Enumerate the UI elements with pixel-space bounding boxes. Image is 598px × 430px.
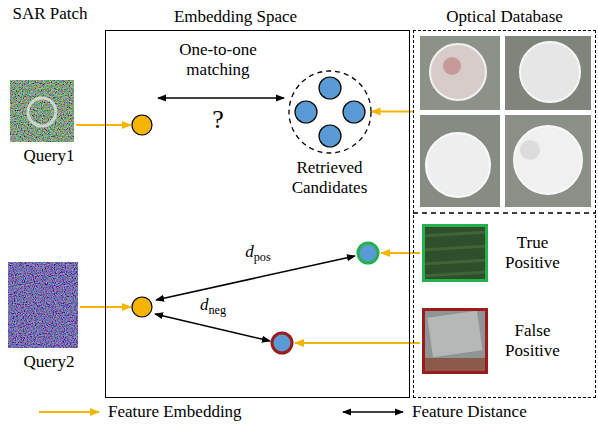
optical-image xyxy=(420,36,500,110)
cluster-circle xyxy=(289,71,371,153)
optical-image xyxy=(505,115,591,207)
optical-ground xyxy=(505,36,591,110)
sar-ground xyxy=(8,262,78,348)
node-label: Query1 xyxy=(4,146,94,166)
embedding-arrow-sample xyxy=(39,411,99,413)
sar-patch-image xyxy=(10,80,74,142)
false-positive-box: False Positive xyxy=(422,308,488,374)
optical-embedding-point xyxy=(319,125,341,147)
distance-arrow-sample xyxy=(343,411,403,413)
optical-ground xyxy=(505,115,591,207)
legend-swatch xyxy=(340,402,406,422)
node-label: Query2 xyxy=(4,352,94,372)
node-label: Retrieved Candidates xyxy=(280,158,380,199)
field-stripes xyxy=(422,232,488,276)
cluster-outline xyxy=(288,70,372,154)
tank xyxy=(520,42,580,102)
question-mark: ? xyxy=(212,104,224,135)
node-label: False Positive xyxy=(497,320,569,361)
distance-arrow xyxy=(158,97,284,99)
legend-swatch xyxy=(36,402,102,422)
distance-label: dneg xyxy=(200,295,226,315)
optical-image xyxy=(422,308,488,374)
true-positive-box: True Positive xyxy=(422,224,488,282)
sar-speckle xyxy=(8,262,78,348)
false-positive-point xyxy=(272,333,292,353)
sar-speckle xyxy=(10,80,74,142)
tank-stain xyxy=(443,57,461,75)
sar-embedding-point xyxy=(132,297,152,317)
embedding-space-box: Embedding SpaceRetrieved Candidates xyxy=(105,30,410,398)
sar-ground xyxy=(10,80,74,142)
candidate-cluster: Retrieved Candidates xyxy=(288,70,372,154)
legend-entry: Feature Distance xyxy=(340,402,527,422)
edge-label: One-to-one matching xyxy=(166,40,270,81)
optical-database-box: Optical DatabaseTrue PositiveFalse Posit… xyxy=(413,30,596,398)
optical-embedding-point xyxy=(343,101,365,123)
embedding-arrow xyxy=(76,124,131,126)
sar-query-patch: Query2 xyxy=(8,262,78,348)
sar-tank-ring xyxy=(28,98,56,126)
legend-label: Feature Distance xyxy=(412,402,527,422)
legend-entry: Feature Embedding xyxy=(36,402,242,422)
embedding-arrow xyxy=(295,342,420,344)
node-label: Optical Database xyxy=(446,7,563,27)
column-heading: SAR Patch xyxy=(12,4,87,24)
tank xyxy=(426,133,490,197)
optical-ground xyxy=(420,36,500,110)
building-ground xyxy=(422,308,488,374)
field-ground xyxy=(422,224,488,282)
sar-patch-image xyxy=(8,262,78,348)
section-divider xyxy=(413,212,596,214)
distance-arrow xyxy=(155,314,270,341)
legend-label: Feature Embedding xyxy=(108,402,242,422)
optical-ground xyxy=(420,115,500,207)
sar-query-patch: Query1 xyxy=(10,80,74,142)
embedding-arrow xyxy=(381,252,420,254)
tank xyxy=(514,126,582,194)
optical-image xyxy=(505,36,591,110)
optical-image xyxy=(422,224,488,282)
building-roof xyxy=(427,311,482,358)
optical-embedding-point xyxy=(319,77,341,99)
node-label: True Positive xyxy=(497,232,569,273)
embedding-connector xyxy=(372,111,414,113)
distance-label: dpos xyxy=(245,242,271,262)
tank xyxy=(430,44,486,100)
true-positive-point xyxy=(358,243,378,263)
optical-image xyxy=(420,115,500,207)
sar-embedding-point xyxy=(132,115,152,135)
optical-embedding-point xyxy=(295,101,317,123)
tank-detail xyxy=(520,140,540,160)
node-label: Embedding Space xyxy=(174,7,297,27)
